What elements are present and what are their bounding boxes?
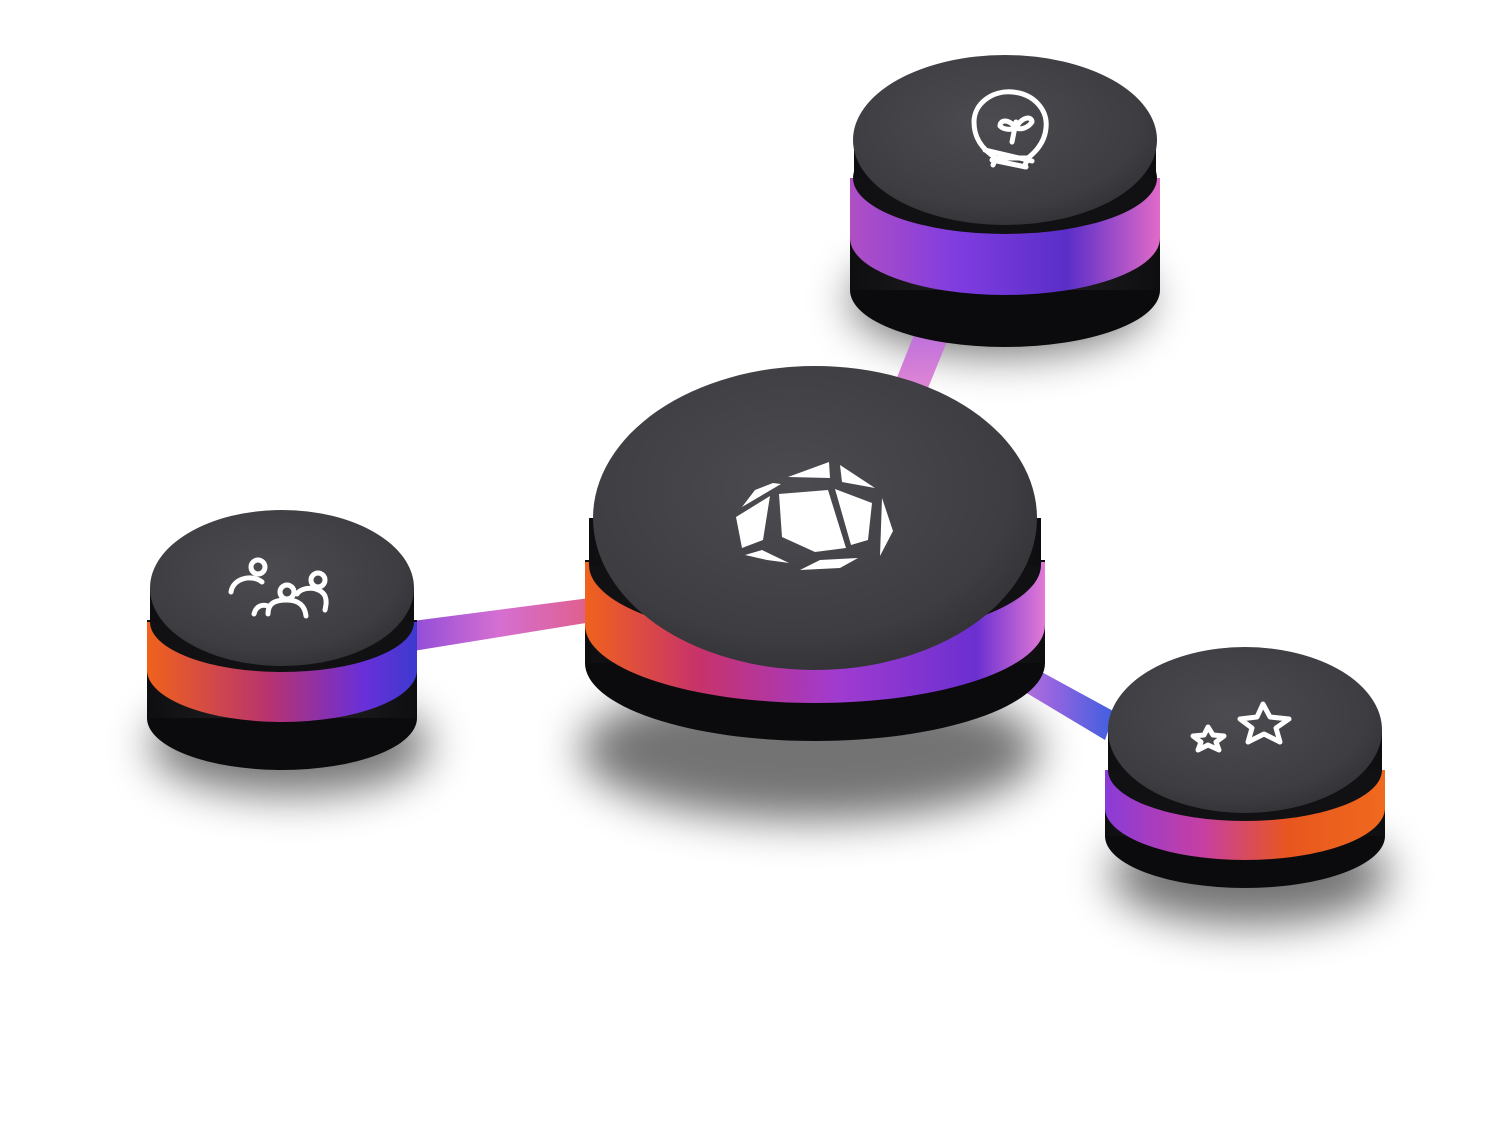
people-group-icon bbox=[228, 557, 329, 619]
dodecahedron-logo-icon bbox=[736, 462, 893, 570]
connector-community bbox=[405, 598, 592, 652]
hub-node[interactable] bbox=[585, 366, 1045, 741]
node-favorites[interactable] bbox=[1105, 647, 1385, 888]
node-community[interactable] bbox=[147, 510, 417, 770]
lightbulb-icon bbox=[971, 89, 1049, 170]
stars-icon bbox=[1190, 701, 1292, 753]
node-ideas[interactable] bbox=[850, 55, 1160, 347]
